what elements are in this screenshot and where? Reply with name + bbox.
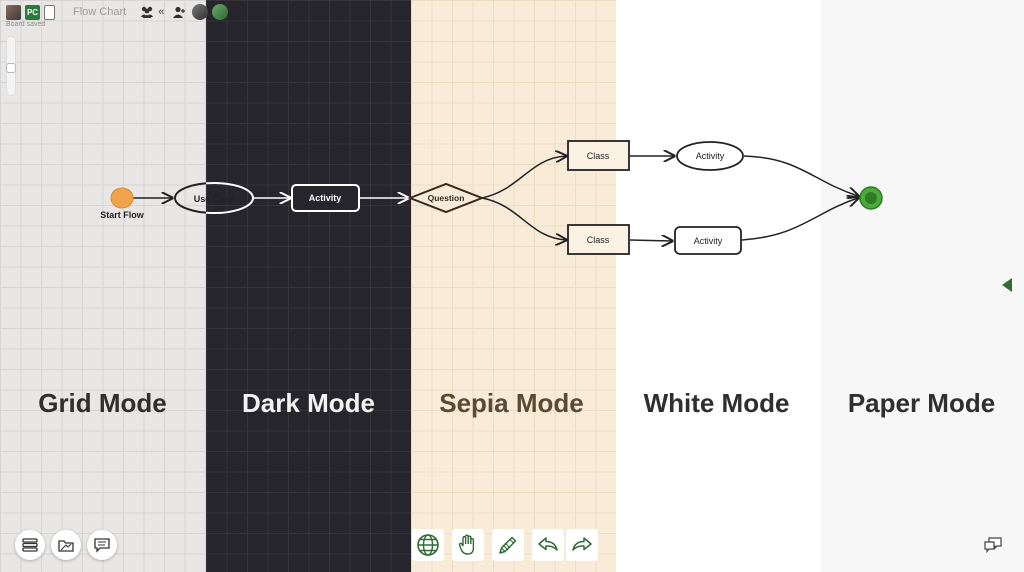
connector — [481, 156, 566, 199]
class-node-bottom[interactable] — [567, 224, 630, 255]
collaborator-avatar[interactable] — [192, 4, 209, 20]
start-node[interactable] — [110, 187, 134, 209]
globe-button[interactable] — [412, 529, 444, 561]
redo-icon — [572, 537, 592, 551]
user-avatar[interactable] — [6, 4, 21, 20]
undo-icon — [538, 537, 558, 551]
users-icon[interactable] — [140, 6, 154, 18]
add-user-icon[interactable] — [172, 6, 186, 18]
dark-mode-panel — [206, 0, 411, 572]
undo-button[interactable] — [532, 529, 564, 561]
folder-icon — [58, 540, 74, 552]
activity-label-bottom: Activity — [694, 236, 723, 246]
activity-node[interactable] — [291, 184, 360, 212]
pc-badge[interactable]: PC — [25, 4, 40, 20]
class-label-top: Class — [587, 151, 610, 161]
mode-label-paper: Paper Mode — [847, 388, 996, 418]
start-label: Start Flow — [100, 210, 145, 220]
use-case-label: Use Case — [194, 194, 235, 204]
mode-label-grid: Grid Mode — [38, 388, 167, 418]
mode-label-sepia: Sepia Mode — [439, 388, 584, 418]
mode-label-dark: Dark Mode — [242, 388, 375, 418]
question-label: Question — [428, 193, 465, 203]
grid-mode-panel — [0, 0, 206, 572]
hand-tool-button[interactable] — [452, 529, 484, 561]
paper-mode-panel — [821, 0, 1024, 572]
class-label-bottom: Class — [587, 235, 610, 245]
use-case-outline-dark — [205, 181, 255, 215]
saved-status: Board saved — [6, 21, 46, 28]
connector — [629, 240, 672, 241]
connector — [743, 155, 858, 196]
end-node-inner — [865, 192, 877, 204]
chat-bubbles-icon[interactable] — [984, 537, 1002, 553]
activity-label: Activity — [309, 193, 342, 203]
hand-icon — [458, 534, 475, 555]
board-title[interactable]: Flow Chart — [73, 6, 127, 18]
connector — [481, 197, 566, 240]
globe-icon — [417, 534, 439, 556]
comment-button[interactable] — [87, 530, 117, 560]
zoom-slider[interactable] — [6, 36, 16, 96]
sepia-mode-panel — [411, 0, 616, 572]
activity-label-top: Activity — [696, 151, 725, 161]
pencil-icon — [499, 536, 517, 554]
activity-node-top[interactable] — [676, 141, 744, 171]
board-header: PC Flow Chart « — [6, 4, 229, 20]
redo-button[interactable] — [566, 529, 598, 561]
collapse-icon[interactable]: « — [158, 6, 165, 18]
activity-node-bottom[interactable] — [674, 226, 742, 255]
class-node-top[interactable] — [567, 140, 630, 171]
question-node[interactable] — [407, 182, 485, 214]
folder-button[interactable] — [51, 530, 81, 560]
comment-icon — [94, 537, 110, 553]
mode-label-white: White Mode — [643, 388, 790, 418]
zoom-slider-thumb[interactable] — [6, 63, 16, 73]
collapse-arrow-icon[interactable] — [1002, 278, 1012, 292]
white-mode-panel — [616, 0, 821, 572]
collaborator-avatar[interactable] — [212, 4, 229, 20]
list-icon — [22, 538, 38, 552]
list-button[interactable] — [15, 530, 45, 560]
document-icon[interactable] — [44, 4, 55, 20]
connector — [741, 198, 858, 241]
pencil-button[interactable] — [492, 529, 524, 561]
